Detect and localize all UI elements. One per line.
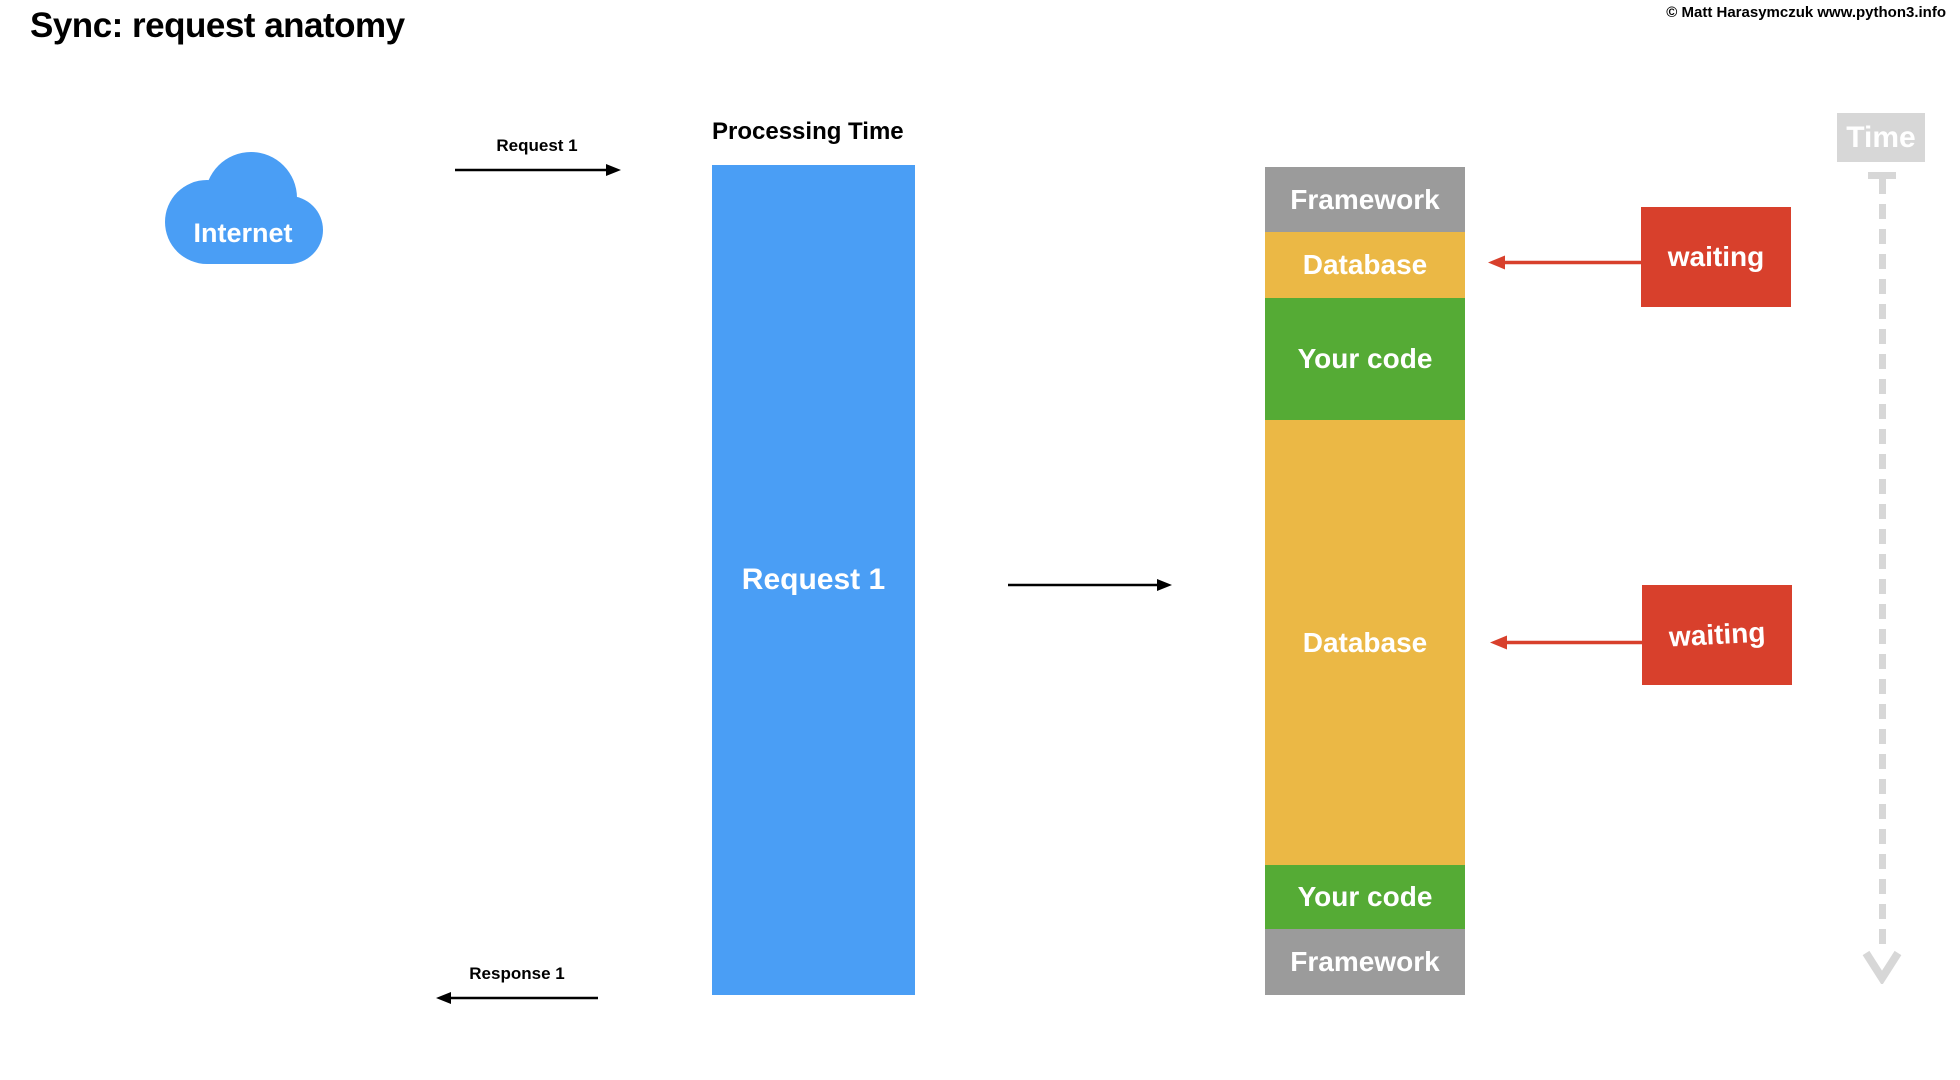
- segment-label: Database: [1302, 249, 1428, 280]
- time-axis-dashed-line: [1879, 179, 1886, 949]
- request-bar-label: Request 1: [741, 563, 886, 596]
- request-arrow-group: Request 1: [452, 136, 622, 178]
- stack-segment-database-main: Database: [1265, 420, 1465, 865]
- segment-label: Framework: [1290, 183, 1440, 215]
- stack-segment-framework-top: Framework: [1265, 167, 1465, 232]
- stack-segment-your-code-top: Your code: [1265, 298, 1465, 420]
- arrow-down-icon: [1862, 950, 1902, 986]
- transfer-arrow: [1008, 577, 1172, 598]
- time-axis-end: [1862, 950, 1902, 989]
- arrow-left-icon: [1490, 635, 1642, 650]
- segment-label: Your code: [1297, 881, 1433, 912]
- waiting-box-top: waiting: [1641, 207, 1791, 307]
- stack-segment-your-code-bottom: Your code: [1265, 865, 1465, 929]
- segment-label: Your code: [1297, 343, 1433, 374]
- time-label-text: Time: [1846, 120, 1916, 154]
- execution-stack-bar: Framework Database Your code Database Yo…: [1265, 167, 1465, 995]
- time-axis-start-cap: [1868, 172, 1896, 179]
- segment-label: Framework: [1290, 946, 1440, 977]
- segment-label: Database: [1302, 626, 1428, 658]
- arrow-right-icon: [455, 164, 621, 176]
- stack-segment-framework-bottom: Framework: [1265, 929, 1465, 995]
- copyright-text: © Matt Harasymczuk www.python3.info: [1666, 4, 1946, 21]
- slide-title: Sync: request anatomy: [30, 6, 405, 45]
- waiting-arrow-top: [1488, 254, 1641, 271]
- arrow-right-icon: [1008, 579, 1172, 591]
- request-processing-bar: Request 1: [712, 165, 915, 995]
- internet-label: Internet: [193, 218, 293, 248]
- cloud-icon: [165, 152, 323, 264]
- waiting-arrow-bottom: [1490, 634, 1642, 651]
- internet-cloud: Internet: [163, 152, 323, 264]
- waiting-label: waiting: [1667, 616, 1766, 653]
- waiting-box-bottom: waiting: [1642, 585, 1792, 685]
- response-arrow-group: Response 1: [435, 964, 599, 1006]
- time-axis-label: Time: [1837, 113, 1925, 162]
- request-arrow-label: Request 1: [496, 136, 578, 155]
- waiting-label: waiting: [1667, 241, 1765, 272]
- processing-time-heading: Processing Time: [712, 118, 904, 145]
- arrow-left-icon: [1488, 255, 1641, 270]
- stack-segment-database-top: Database: [1265, 232, 1465, 298]
- response-arrow-label: Response 1: [469, 964, 565, 983]
- arrow-left-icon: [436, 992, 598, 1004]
